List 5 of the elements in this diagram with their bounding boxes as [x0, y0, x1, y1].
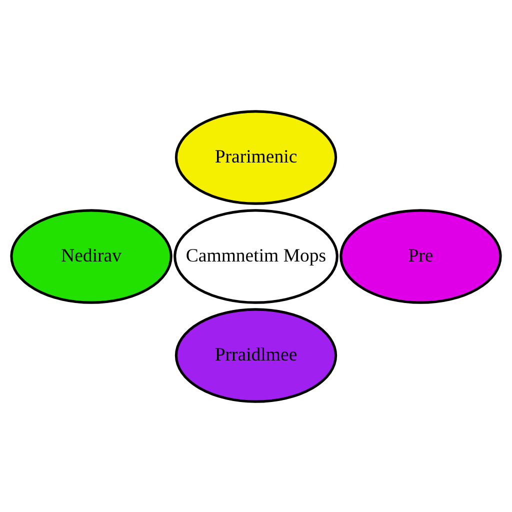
node-ellipse: Nedirav [10, 208, 172, 304]
node-ellipse: Pre [340, 208, 502, 304]
node-ellipse: Prarimenic [174, 110, 338, 204]
node-ellipse: Prraidlmee [174, 308, 338, 402]
node-ellipse: Cammnetim Mops [174, 208, 338, 304]
